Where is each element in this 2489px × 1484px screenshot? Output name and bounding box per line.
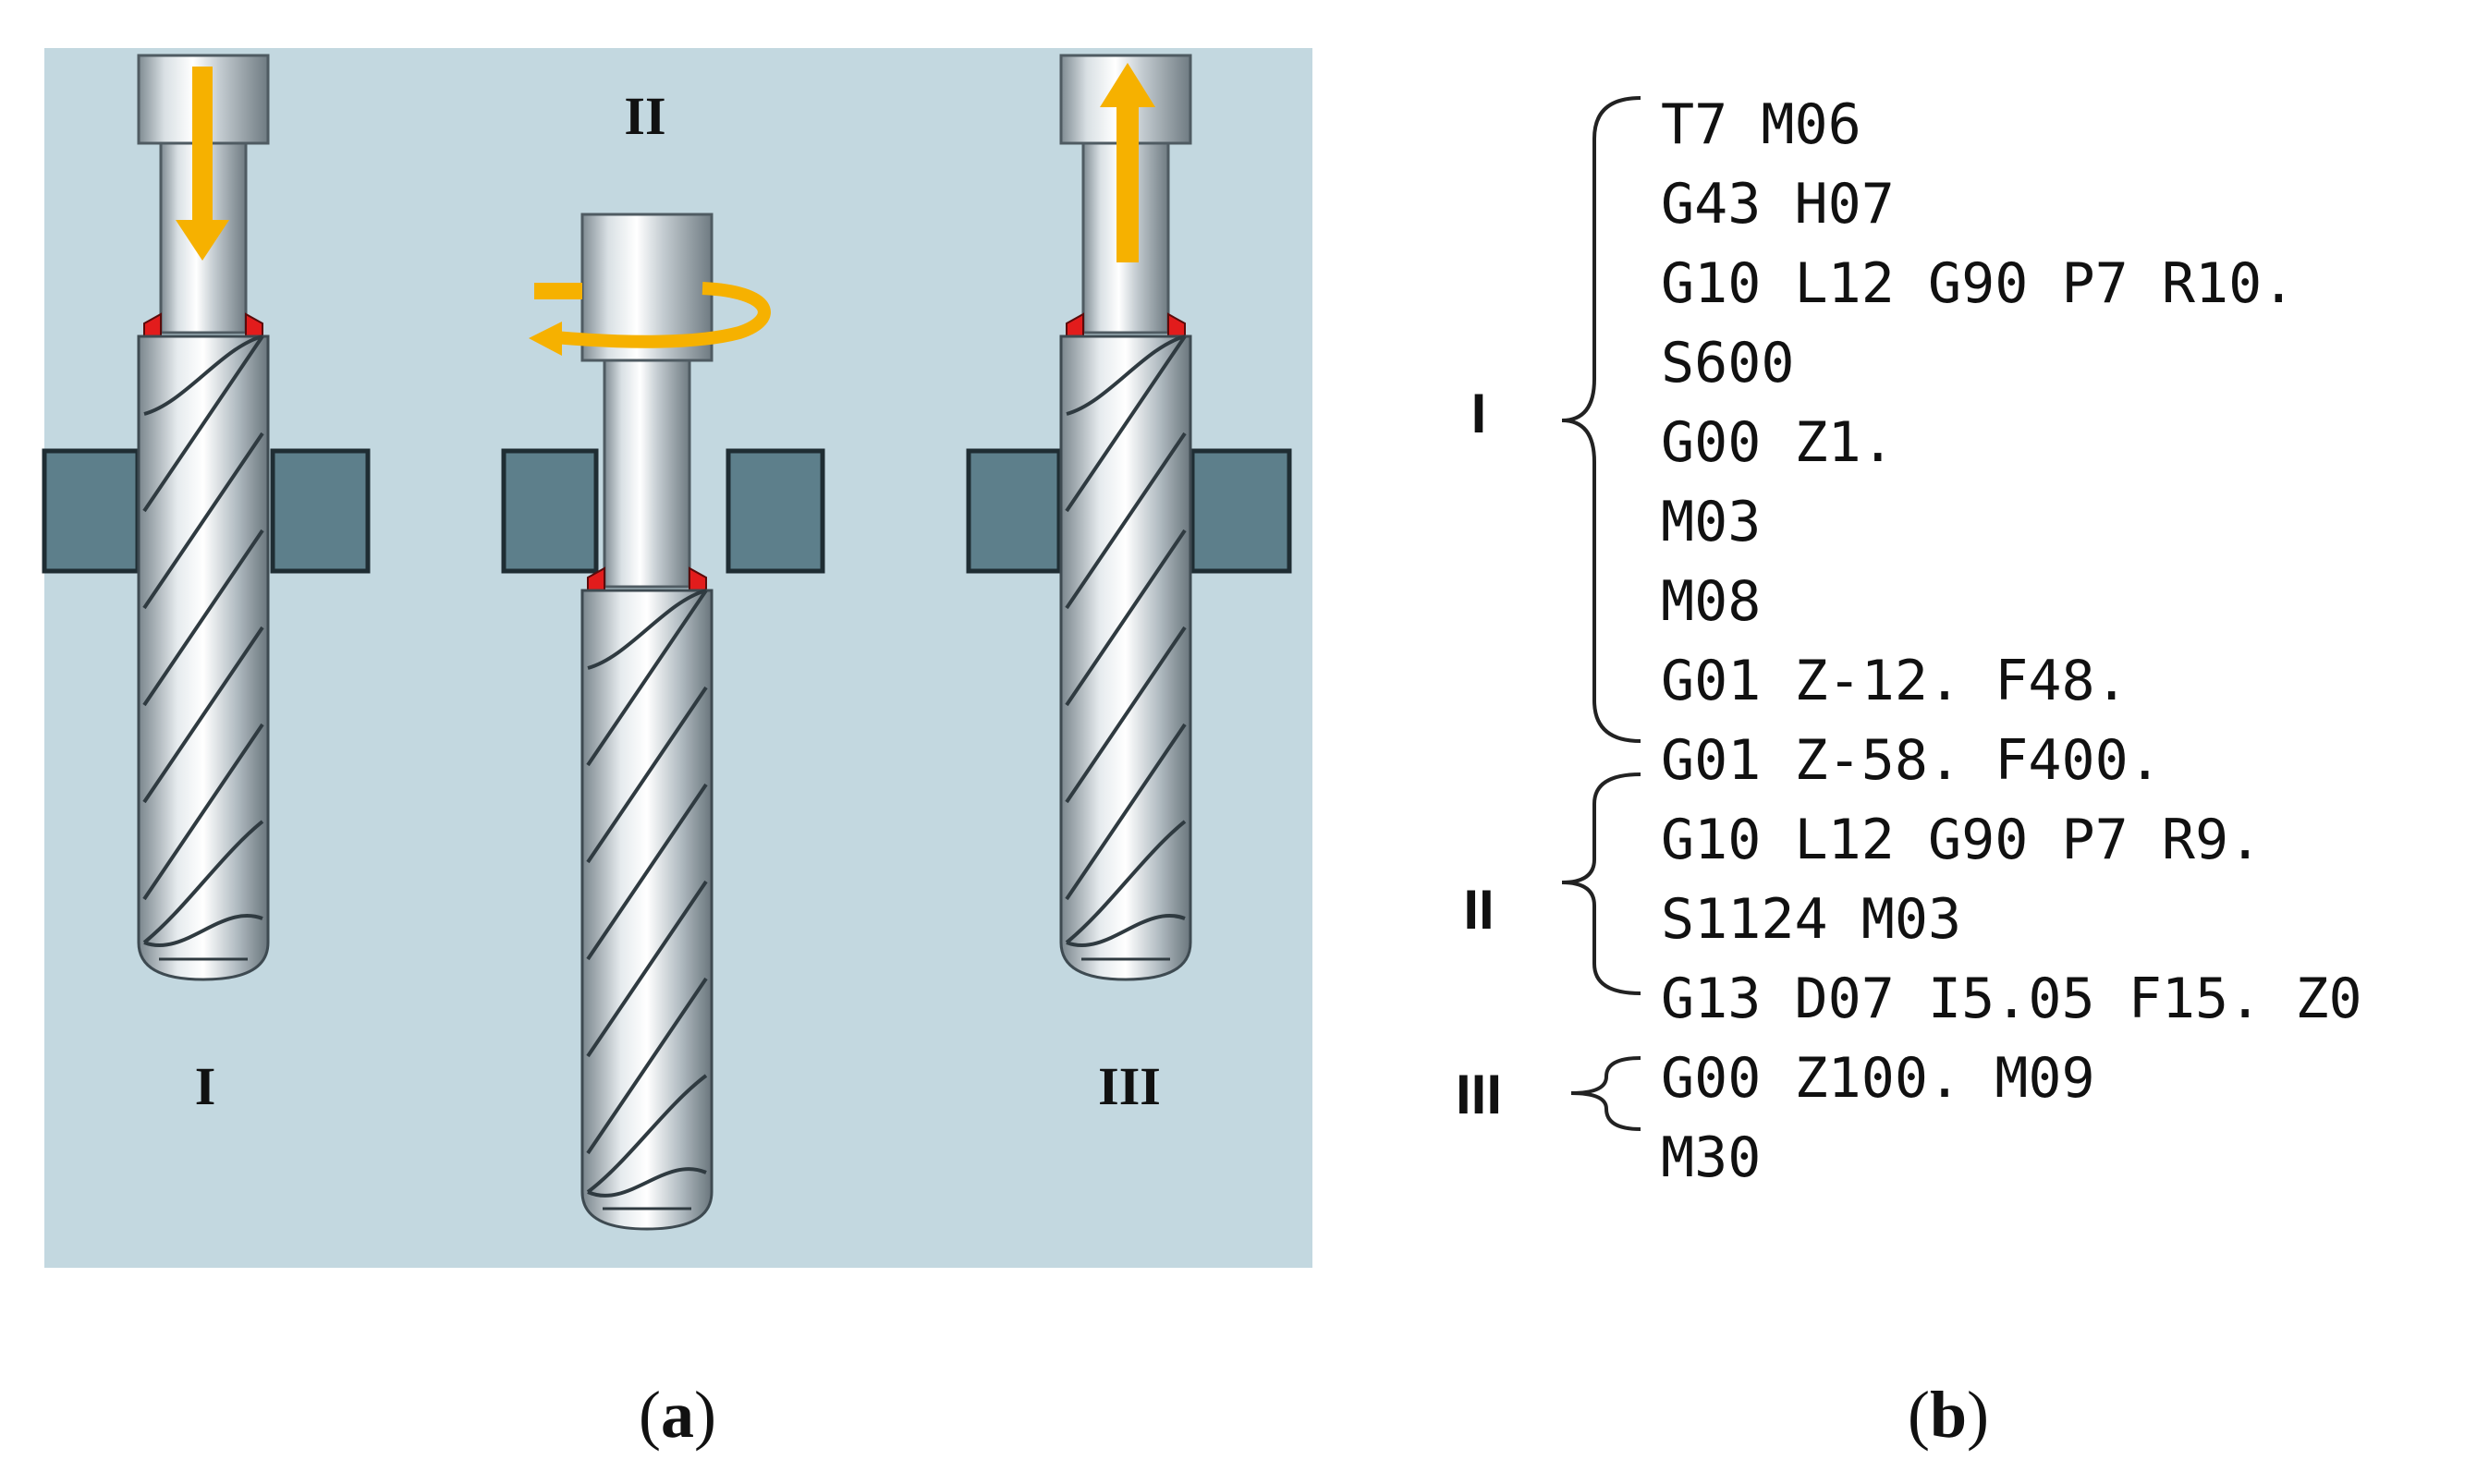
flute-helix-line [587, 1167, 707, 1198]
step-label-2: II [1463, 879, 1494, 941]
flute-helix-line [1065, 820, 1187, 944]
tool-neck [603, 359, 691, 589]
code-line: M30 [1661, 1125, 1761, 1190]
code-line: S1124 M03 [1661, 887, 1961, 952]
panel-b: I II III T7 M06 G43 H07 G10 L12 G90 P7 R… [1456, 92, 2362, 1190]
flute-helix-line [1066, 335, 1186, 416]
code-line: T7 M06 [1661, 92, 1861, 157]
nc-code-listing: T7 M06 G43 H07 G10 L12 G90 P7 R10. S600 … [1661, 92, 2362, 1190]
code-line: M08 [1661, 569, 1761, 634]
flute-helix-line [142, 335, 264, 513]
stage-label-2: II [624, 86, 665, 146]
workpiece-stage-2 [501, 448, 825, 574]
stage-label-3: III [1098, 1056, 1161, 1116]
tool-flute-body [137, 335, 270, 981]
tool-flute-body [1059, 335, 1192, 981]
code-line: G00 Z1. [1661, 410, 1895, 475]
caption-a: (a) [639, 1378, 716, 1452]
flute-helix-line [1065, 626, 1187, 804]
caption-b: (b) [1908, 1378, 1989, 1452]
code-line: G10 L12 G90 P7 R10. [1661, 251, 2295, 316]
step-label-1: I [1471, 383, 1487, 444]
code-line: G00 Z100. M09 [1661, 1046, 2095, 1111]
flute-helix-line [1065, 529, 1187, 707]
workpiece-stage-1 [42, 448, 371, 574]
rotation-arrow [529, 282, 771, 356]
flute-helix-line [1065, 723, 1187, 901]
code-line: G43 H07 [1661, 172, 1895, 237]
flute-helix-line [142, 529, 264, 707]
flute-helix-line [142, 432, 264, 610]
flute-helix-line [1065, 432, 1187, 610]
code-line: G10 L12 G90 P7 R9. [1661, 808, 2262, 872]
retract-up-arrow [1100, 63, 1155, 262]
flute-helix-line [586, 589, 708, 767]
panel-a: II I III [42, 48, 1312, 1268]
code-line: M03 [1661, 490, 1761, 554]
workpiece-stage-3 [966, 448, 1292, 574]
brace-step-1 [1561, 96, 1641, 743]
brace-step-3 [1570, 1056, 1641, 1131]
flute-helix-line [587, 589, 707, 670]
flute-helix-line [142, 723, 264, 901]
flute-helix-line [1065, 335, 1187, 513]
stage-label-1: I [195, 1056, 216, 1116]
feed-down-arrow [176, 67, 229, 261]
flute-helix-line [586, 977, 708, 1155]
code-line: G13 D07 I5.05 F15. Z0 [1661, 967, 2362, 1031]
code-line: G01 Z-12. F48. [1661, 649, 2129, 713]
tool-flute-body [580, 589, 714, 1231]
flute-helix-line [142, 820, 264, 944]
flute-helix-line [143, 914, 263, 947]
flute-helix-line [586, 880, 708, 1058]
drill-tool-stage-3 [1059, 54, 1192, 981]
flute-helix-line [586, 686, 708, 864]
brace-step-2 [1561, 772, 1641, 995]
step-label-3: III [1456, 1064, 1502, 1125]
code-line: G01 Z-58. F400. [1661, 728, 2162, 793]
code-line: S600 [1661, 331, 1795, 395]
flute-helix-line [143, 335, 263, 416]
flute-helix-line [586, 1074, 708, 1194]
flute-helix-line [142, 626, 264, 804]
drill-tool-stage-2 [580, 213, 714, 1231]
flute-helix-line [1066, 914, 1186, 947]
flute-helix-line [586, 783, 708, 961]
